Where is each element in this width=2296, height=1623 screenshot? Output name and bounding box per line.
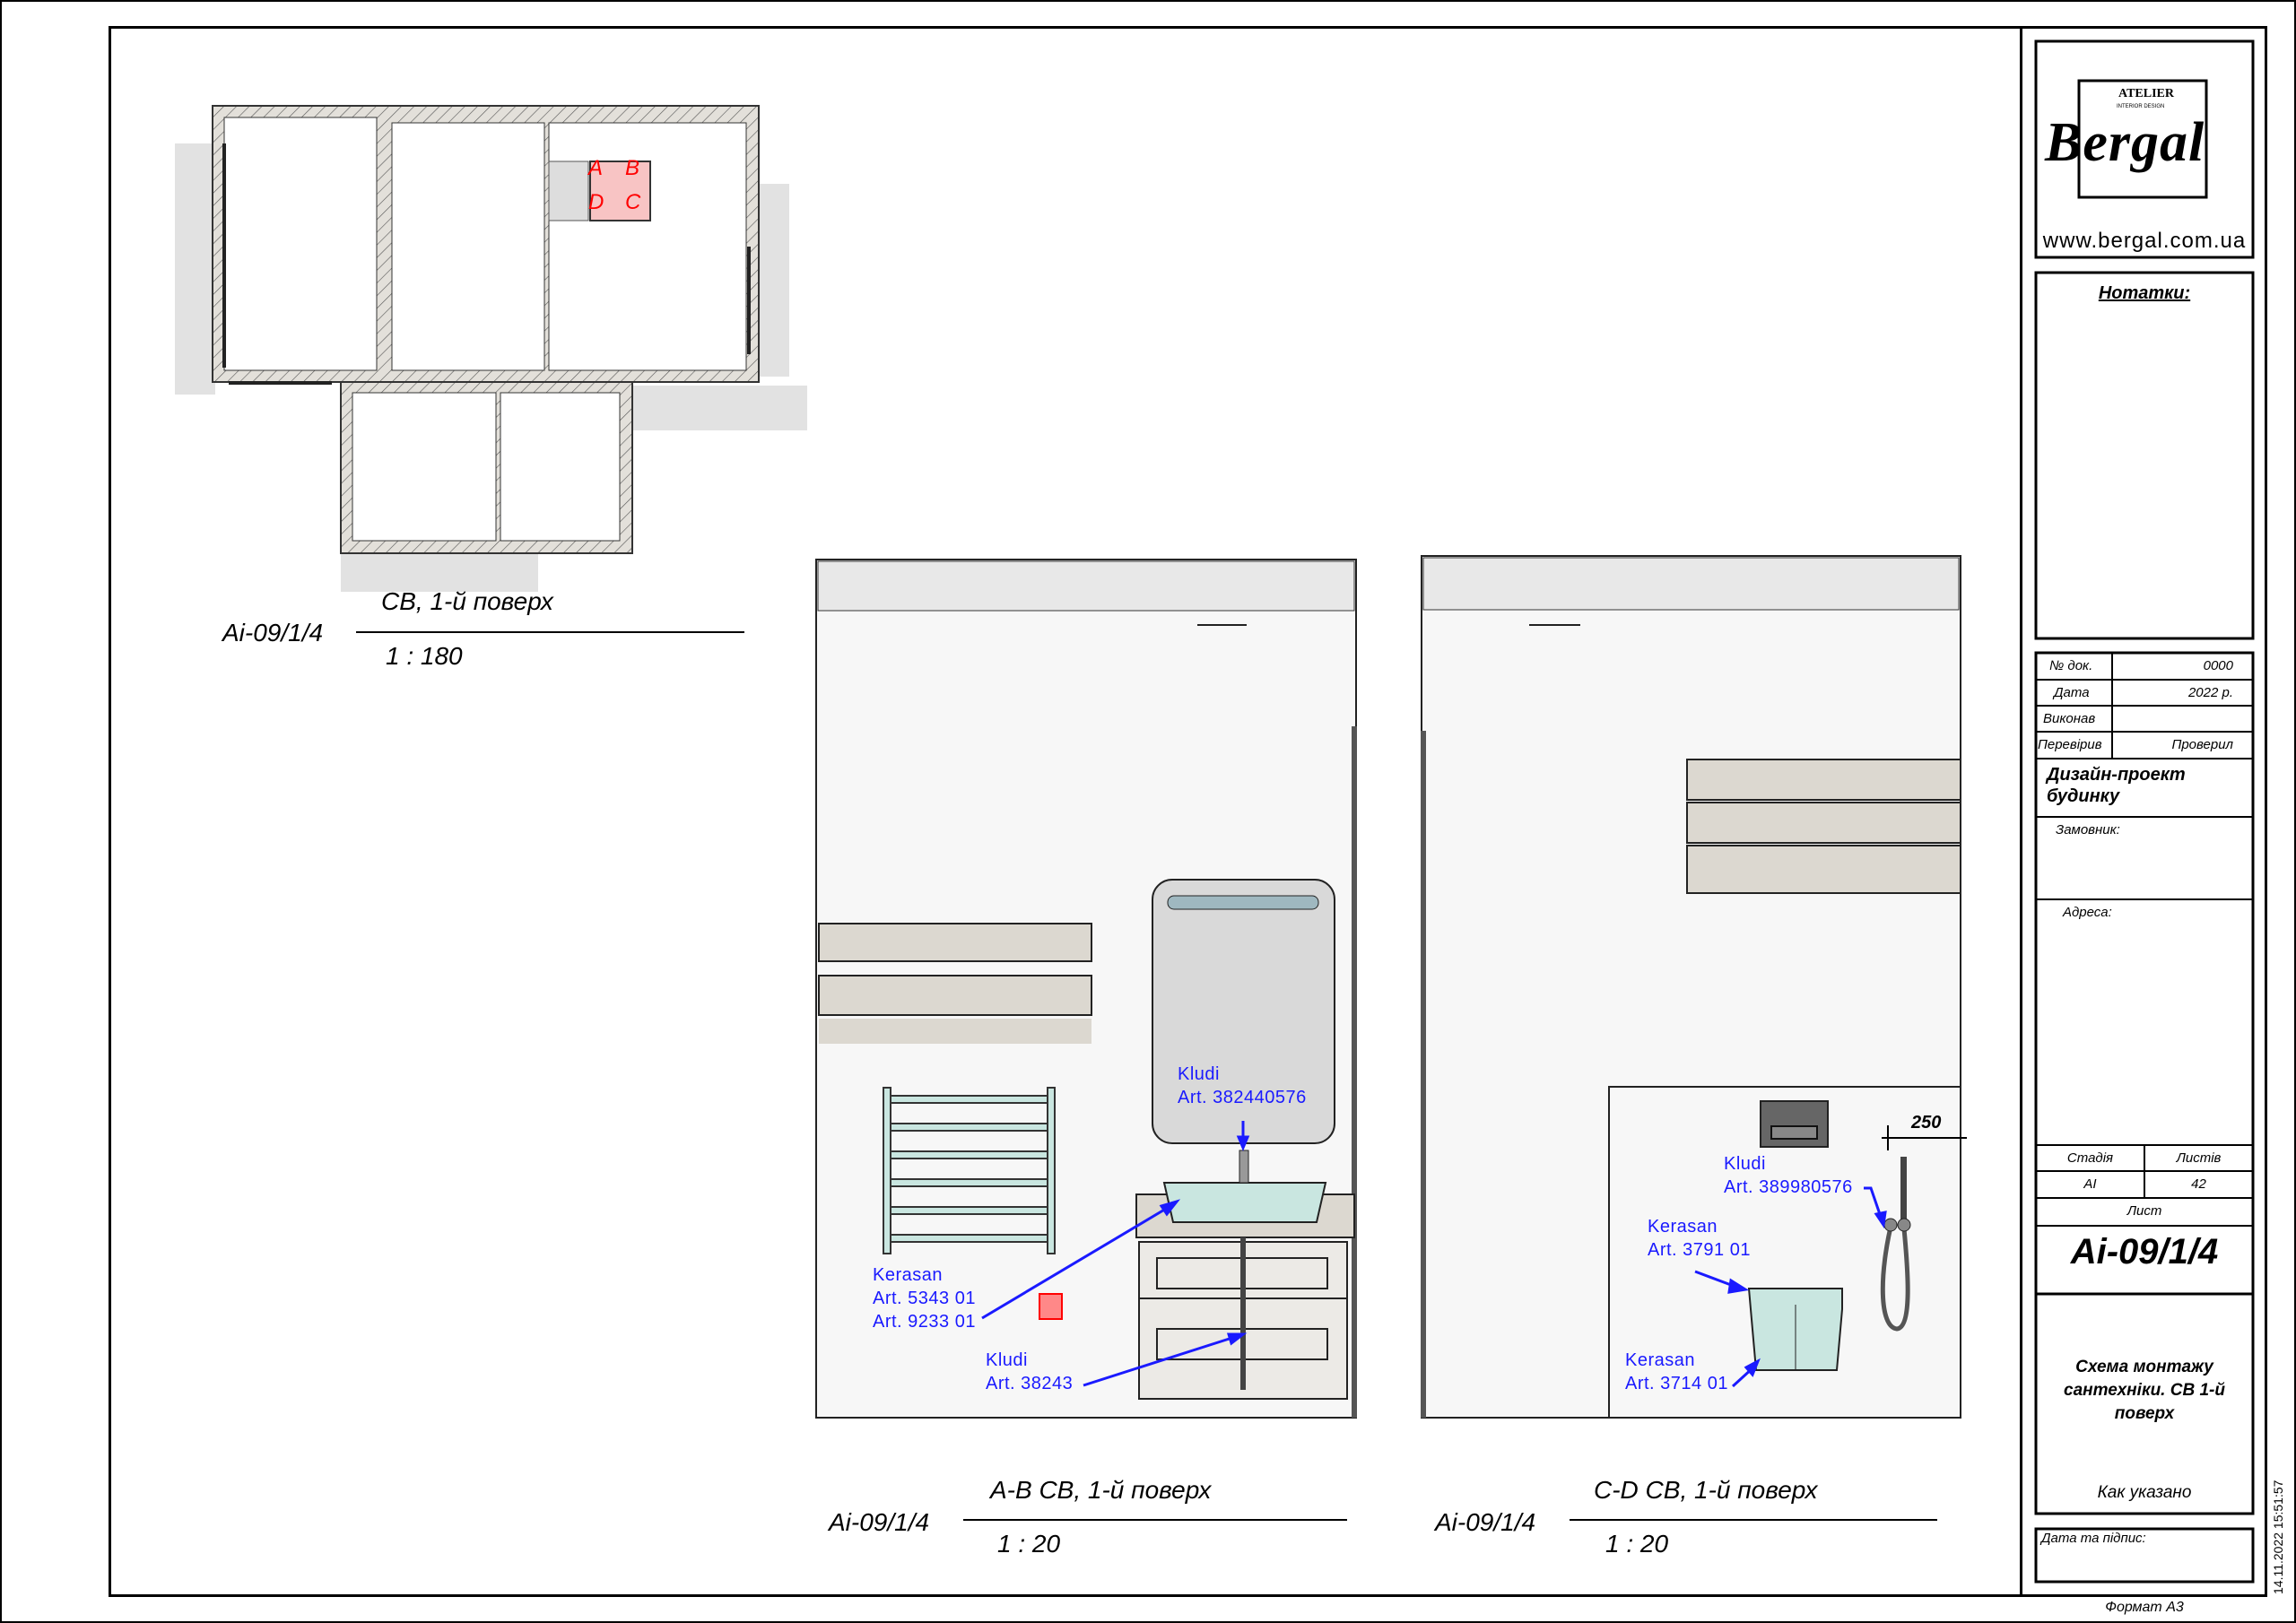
plan-scale: 1 : 180	[386, 642, 463, 670]
checked-value: Проверил	[2171, 737, 2233, 752]
callout-brand: Kludi	[986, 1350, 1028, 1370]
callout-article: Art. 3791 01	[1648, 1240, 1751, 1260]
sheet-label: Лист	[2126, 1203, 2162, 1219]
callout-article: Art. 389980576	[1724, 1177, 1853, 1197]
callout-brand: Kerasan	[1625, 1350, 1695, 1370]
callout-article: Art. 9233 01	[873, 1312, 976, 1332]
doc-no-label: № док.	[2049, 658, 2093, 673]
elevation-ab-ref: Ai-09/1/4	[829, 1508, 930, 1536]
notes-title: Нотатки:	[2098, 283, 2191, 303]
callout-brand: Kludi	[1178, 1064, 1220, 1084]
elevation-ab	[815, 559, 1357, 1419]
dimension-250: 250	[1911, 1113, 1942, 1133]
elevation-cd	[1421, 555, 1967, 1419]
sheet-number: Ai-09/1/4	[2070, 1232, 2219, 1271]
scale-note: Как указано	[2097, 1483, 2192, 1502]
date-label: Дата	[2054, 685, 2090, 700]
logo-atelier: ATELIER	[2118, 87, 2174, 100]
drawing-title: Схема монтажу сантехніки. СВ 1-й поверх	[2064, 1358, 2225, 1423]
sheets-value: 42	[2191, 1176, 2206, 1192]
floor-plan	[175, 105, 807, 592]
made-by-label: Виконав	[2043, 711, 2096, 726]
website-link[interactable]: www.bergal.com.ua	[2042, 229, 2247, 253]
signature-label: Дата та підпис:	[2041, 1531, 2146, 1546]
plan-mark-d: D	[588, 190, 604, 214]
towel-rail	[883, 1087, 1056, 1254]
plan-mark-b: B	[625, 156, 640, 180]
elevation-ab-scale: 1 : 20	[997, 1530, 1061, 1558]
address-label: Адреса:	[2063, 905, 2112, 920]
shelves	[818, 923, 1092, 1044]
logo-subtitle: INTERIOR DESIGN	[2117, 104, 2165, 109]
paper-format: Формат А3	[2105, 1600, 2184, 1615]
socket-marker	[1039, 1293, 1063, 1320]
plan-mark-c: C	[625, 190, 641, 214]
elevation-cd-title: C-D СВ, 1-й поверх	[1594, 1476, 1818, 1504]
plan-title: СВ, 1-й поверх	[381, 587, 553, 615]
stage-label: Стадія	[2066, 1150, 2114, 1166]
print-timestamp: 14.11.2022 15:51:57	[2271, 1480, 2285, 1594]
basin	[1162, 1182, 1327, 1223]
callout-article: Art. 5343 01	[873, 1289, 976, 1308]
callout-brand: Kludi	[1724, 1154, 1766, 1174]
title-block-frames	[2034, 39, 2255, 1584]
stage-value: AI	[2083, 1176, 2097, 1192]
shower-hose	[1880, 1219, 1910, 1332]
callout-brand: Kerasan	[1648, 1217, 1718, 1237]
elevation-cd-scale: 1 : 20	[1605, 1530, 1669, 1558]
plan-mark-a: A	[588, 156, 604, 180]
callout-brand: Kerasan	[873, 1265, 943, 1285]
elevation-ab-title: A-B СВ, 1-й поверх	[990, 1476, 1212, 1504]
logo-brand: Bergal	[2045, 112, 2205, 173]
checked-label: Перевірив	[2038, 737, 2102, 752]
bathroom-highlight	[589, 161, 651, 221]
callout-article: Art. 382440576	[1178, 1088, 1307, 1107]
client-label: Замовник:	[2056, 822, 2120, 838]
callout-article: Art. 3714 01	[1625, 1374, 1728, 1393]
sheets-label: Листів	[2176, 1150, 2222, 1166]
date-value: 2022 р.	[2187, 685, 2233, 700]
project-name: Дизайн-проект будинку	[2047, 765, 2186, 806]
flush-plate	[1760, 1100, 1829, 1148]
title-column-divider	[2020, 26, 2022, 1597]
doc-no-value: 0000	[2203, 658, 2233, 673]
drawing-frame	[109, 26, 2267, 1597]
plan-ref: Ai-09/1/4	[222, 619, 324, 647]
callout-article: Art. 38243	[986, 1374, 1074, 1393]
elevation-cd-ref: Ai-09/1/4	[1435, 1508, 1536, 1536]
title-block-grid	[2036, 653, 2253, 1227]
